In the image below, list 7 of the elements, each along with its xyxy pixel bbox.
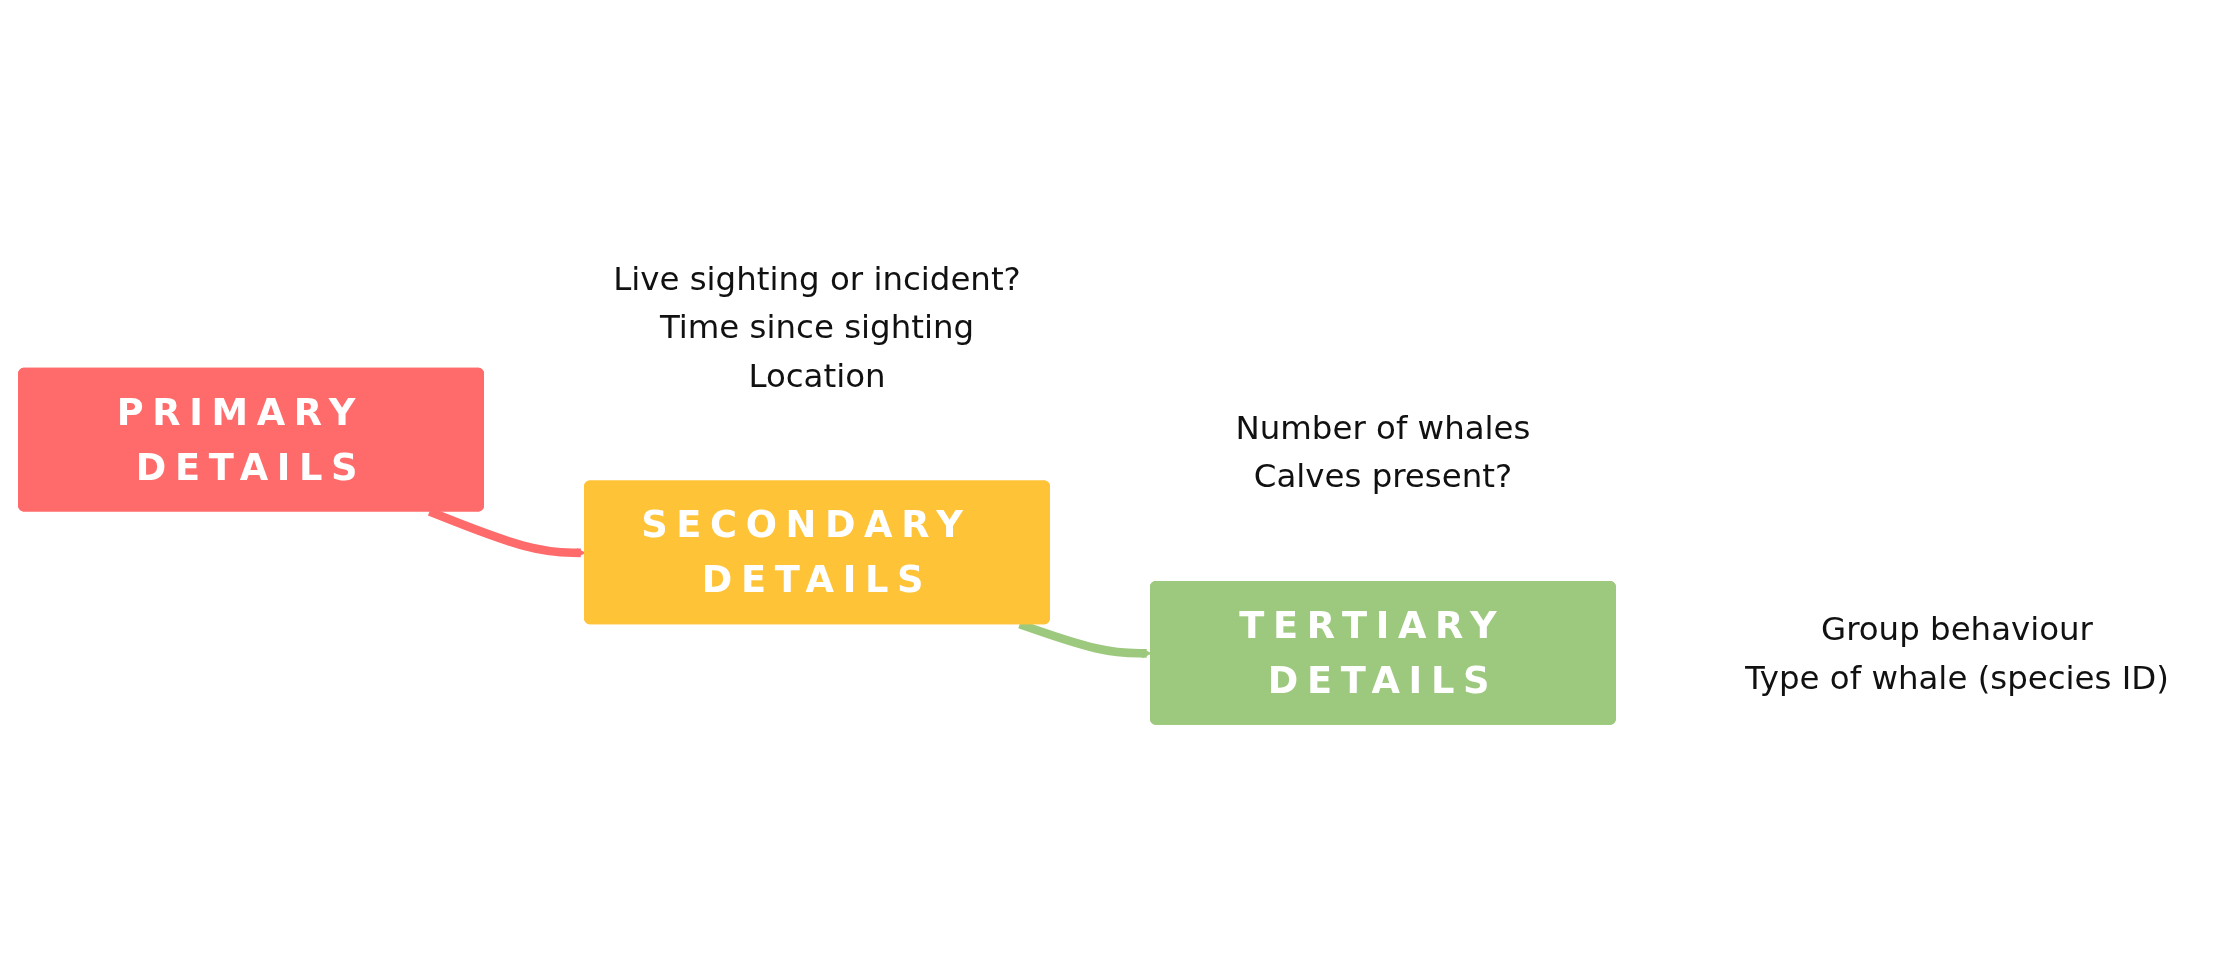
node-label: Calves present? xyxy=(1253,457,1513,496)
node-label: Live sighting or incident? xyxy=(613,259,1021,298)
node-label: Type of whale (species ID) xyxy=(1745,658,2169,697)
node-label: Time since sighting xyxy=(659,308,975,346)
node-label: Group behaviour xyxy=(1821,609,2093,648)
node-label: Number of whales xyxy=(1235,408,1531,447)
node-label: Location xyxy=(748,356,886,395)
